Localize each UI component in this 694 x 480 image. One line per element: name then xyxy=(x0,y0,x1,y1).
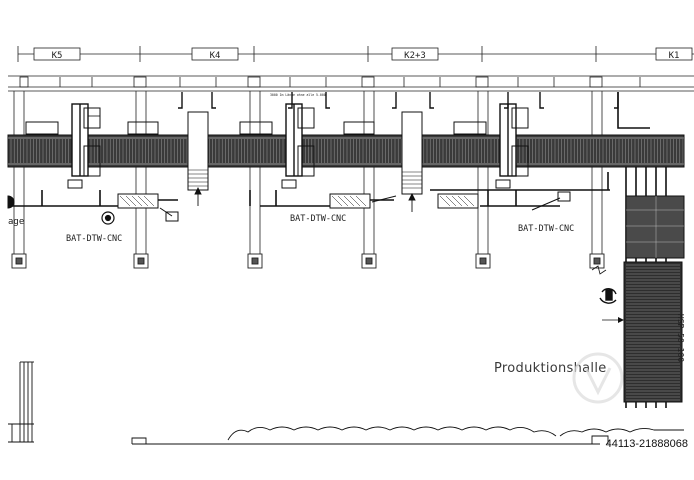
spindle-symbol xyxy=(101,211,115,225)
building-columns xyxy=(13,91,603,258)
watermark xyxy=(572,352,624,404)
grid-label-k5-text: K5 xyxy=(52,51,63,61)
small-note: 3000 Im Länge ohne alle 5.000 xyxy=(270,93,326,97)
sheet-id: 44113-21888068 xyxy=(605,438,688,450)
column-foundations xyxy=(11,253,605,269)
grid-axis xyxy=(17,46,694,62)
rotated-label: HSP 50-100 xyxy=(676,314,685,362)
cut-label: age xyxy=(8,217,24,227)
left-edge-symbol xyxy=(7,195,15,209)
grid-label-k4: K4 xyxy=(191,47,239,61)
left-door-frame xyxy=(8,361,34,443)
grid-label-k1: K1 xyxy=(655,47,693,61)
station-k2-3 xyxy=(127,103,529,189)
side-roller-conveyor xyxy=(623,261,683,403)
main-conveyor xyxy=(7,134,685,168)
roof-rail xyxy=(8,75,694,92)
machine-label-3: BAT-DTW-CNC xyxy=(518,224,574,234)
side-rollers xyxy=(626,264,680,401)
station-k4 xyxy=(239,103,375,189)
machine-table-1 xyxy=(117,193,179,222)
feed-lines xyxy=(8,92,650,207)
station-k5 xyxy=(25,103,101,189)
grid-label-k1-text: K1 xyxy=(669,51,680,61)
grid-label-k4-text: K4 xyxy=(210,51,221,61)
side-fittings xyxy=(591,265,624,323)
machine-table-3 xyxy=(437,191,571,211)
grid-label-k5: K5 xyxy=(33,47,81,61)
grid-label-k2-3-text: K2+3 xyxy=(404,51,426,61)
buffer-storage xyxy=(625,195,685,259)
lower-wall xyxy=(131,426,684,445)
grid-label-k2-3: K2+3 xyxy=(391,47,439,61)
conveyor-gates xyxy=(187,111,423,195)
machine-table-2 xyxy=(329,193,397,209)
machine-label-1: BAT-DTW-CNC xyxy=(66,234,122,244)
flow-arrows xyxy=(194,186,416,212)
machine-label-2: BAT-DTW-CNC xyxy=(290,214,346,224)
